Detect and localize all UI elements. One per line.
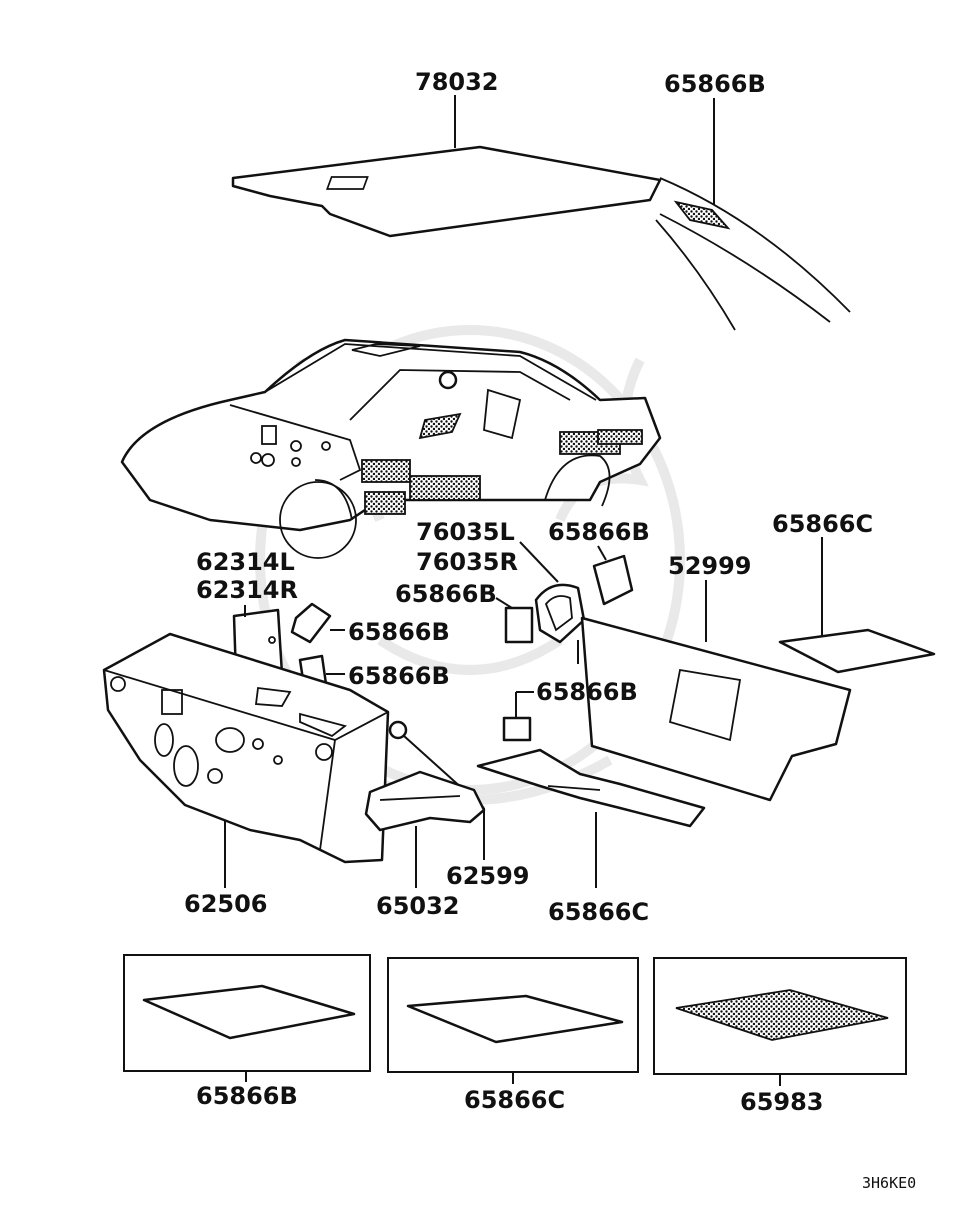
label-62314l: 62314L <box>196 548 295 576</box>
legend-label-65866c: 65866C <box>464 1086 565 1114</box>
part-roof-pillar <box>655 98 851 331</box>
part-65866b-pad-3[interactable] <box>592 545 634 606</box>
part-65032-floor-silencer[interactable] <box>364 770 486 888</box>
label-78032: 78032 <box>415 68 499 96</box>
legend-box-65983[interactable]: 65983 <box>653 957 907 1116</box>
part-78032-headliner[interactable] <box>231 95 662 238</box>
part-65866b-pad-1[interactable] <box>290 602 345 644</box>
part-62506-dash-panel[interactable] <box>102 632 390 888</box>
part-65866c-floor-mat[interactable] <box>476 748 706 888</box>
part-65866b-pad-5[interactable] <box>502 691 534 742</box>
label-65866b-a: 65866B <box>548 518 650 546</box>
label-65866b-e: 65866B <box>536 678 638 706</box>
part-76035-trim[interactable] <box>519 541 586 664</box>
label-62506: 62506 <box>184 890 268 918</box>
label-65866c-floor: 65866C <box>548 898 649 926</box>
label-65866b-top: 65866B <box>664 70 766 98</box>
part-65866b-pad-4[interactable] <box>495 597 534 644</box>
label-65866b-c: 65866B <box>348 618 450 646</box>
label-65866b-d: 65866B <box>348 662 450 690</box>
legend-label-65866b: 65866B <box>196 1082 298 1110</box>
legend-box-65866b[interactable]: 65866B <box>123 954 371 1110</box>
label-76035l: 76035L <box>416 518 515 546</box>
drawing-code: 3H6KE0 <box>862 1174 916 1192</box>
label-65032: 65032 <box>376 892 460 920</box>
legend-label-65983: 65983 <box>740 1088 824 1116</box>
legend-box-65866c[interactable]: 65866C <box>387 957 639 1114</box>
label-62314r: 62314R <box>196 576 298 604</box>
label-52999: 52999 <box>668 552 752 580</box>
label-65866c-right: 65866C <box>772 510 873 538</box>
label-62599: 62599 <box>446 862 530 890</box>
part-52999-rear-panel[interactable] <box>580 580 852 802</box>
part-65866c-right-mat[interactable] <box>778 537 936 674</box>
label-65866b-b: 65866B <box>395 580 497 608</box>
label-76035r: 76035R <box>416 548 518 576</box>
car-body <box>120 338 662 559</box>
part-62599-grommet[interactable] <box>388 720 485 860</box>
